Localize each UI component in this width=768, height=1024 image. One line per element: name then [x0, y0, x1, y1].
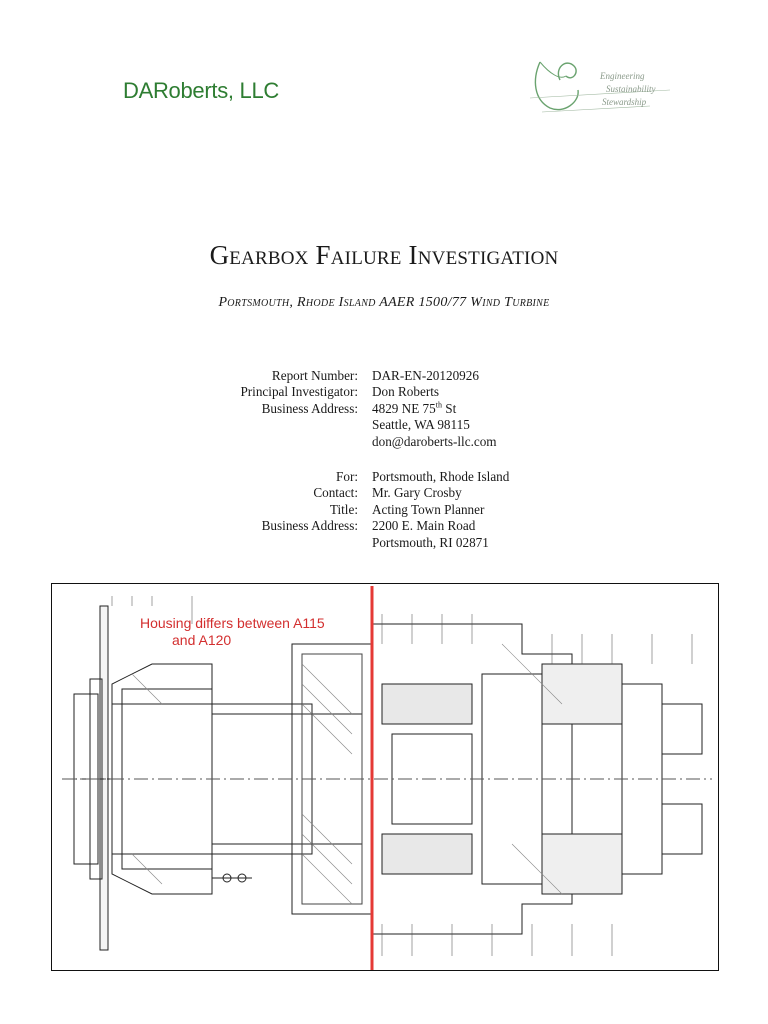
- info-label: [200, 535, 372, 551]
- ordinal-suffix: th: [435, 400, 442, 410]
- info-value: 2200 E. Main Road: [372, 518, 476, 534]
- client-info-block: For: Portsmouth, Rhode Island Contact: Mr.…: [200, 469, 560, 551]
- info-label: Title:: [329, 501, 358, 517]
- info-label: Contact:: [313, 485, 358, 501]
- logo-word: Sustainability: [606, 84, 656, 94]
- callout-line: Housing differs between A115: [140, 615, 325, 631]
- info-value: Portsmouth, Rhode Island: [372, 469, 510, 484]
- info-value: Portsmouth, RI 02871: [372, 534, 489, 550]
- info-row: Report Number: DAR-EN-20120926: [200, 368, 560, 384]
- info-value: Don Roberts: [372, 384, 440, 400]
- address-street-suffix: St: [441, 400, 457, 416]
- company-logo: [529, 61, 671, 113]
- info-value: 4829 NE 75th St: [372, 401, 560, 417]
- info-label: Principal Investigator:: [240, 384, 358, 400]
- address-street: 4829 NE 75: [372, 400, 436, 416]
- info-value: DAR-EN-20120926: [372, 368, 479, 383]
- info-label: [200, 434, 372, 450]
- info-row: For: Portsmouth, Rhode Island: [200, 469, 560, 485]
- info-email[interactable]: don@daroberts-llc.com: [372, 433, 497, 449]
- info-label: Business Address:: [261, 400, 358, 416]
- logo-tagline: Engineering Sustainability Stewardship: [600, 70, 656, 109]
- info-row: Principal Investigator: Don Roberts: [200, 384, 560, 400]
- gearbox-cross-section-svg: [62, 586, 712, 970]
- logo-word: Stewardship: [602, 97, 647, 107]
- info-label: [200, 417, 372, 433]
- info-row: Title: Acting Town Planner: [200, 502, 560, 518]
- info-row: Business Address: 2200 E. Main Road: [200, 518, 560, 534]
- gearbox-drawing: Housing differs between A115 and A120: [51, 583, 719, 971]
- info-label: Business Address:: [261, 518, 358, 534]
- info-row: don@daroberts-llc.com: [200, 434, 560, 450]
- info-value: Mr. Gary Crosby: [372, 485, 462, 501]
- callout-line: and A120: [172, 632, 232, 648]
- info-value: Acting Town Planner: [372, 501, 485, 517]
- info-row: Business Address: 4829 NE 75th St: [200, 401, 560, 417]
- info-label: Report Number:: [271, 368, 358, 383]
- info-value: Seattle, WA 98115: [372, 417, 470, 433]
- info-row: Portsmouth, RI 02871: [200, 535, 560, 551]
- report-subtitle: Portsmouth, Rhode Island AAER 1500/77 Wi…: [218, 295, 550, 310]
- company-name: DARoberts, LLC: [123, 78, 279, 103]
- info-row: Contact: Mr. Gary Crosby: [200, 485, 560, 501]
- report-title: Gearbox Failure Investigation: [209, 240, 559, 270]
- logo-word: Engineering: [600, 71, 645, 81]
- info-label: For:: [336, 469, 358, 484]
- report-info-block: Report Number: DAR-EN-20120926 Principal …: [200, 368, 560, 450]
- info-row: Seattle, WA 98115: [200, 417, 560, 433]
- housing-callout: Housing differs between A115 and A120: [140, 615, 325, 649]
